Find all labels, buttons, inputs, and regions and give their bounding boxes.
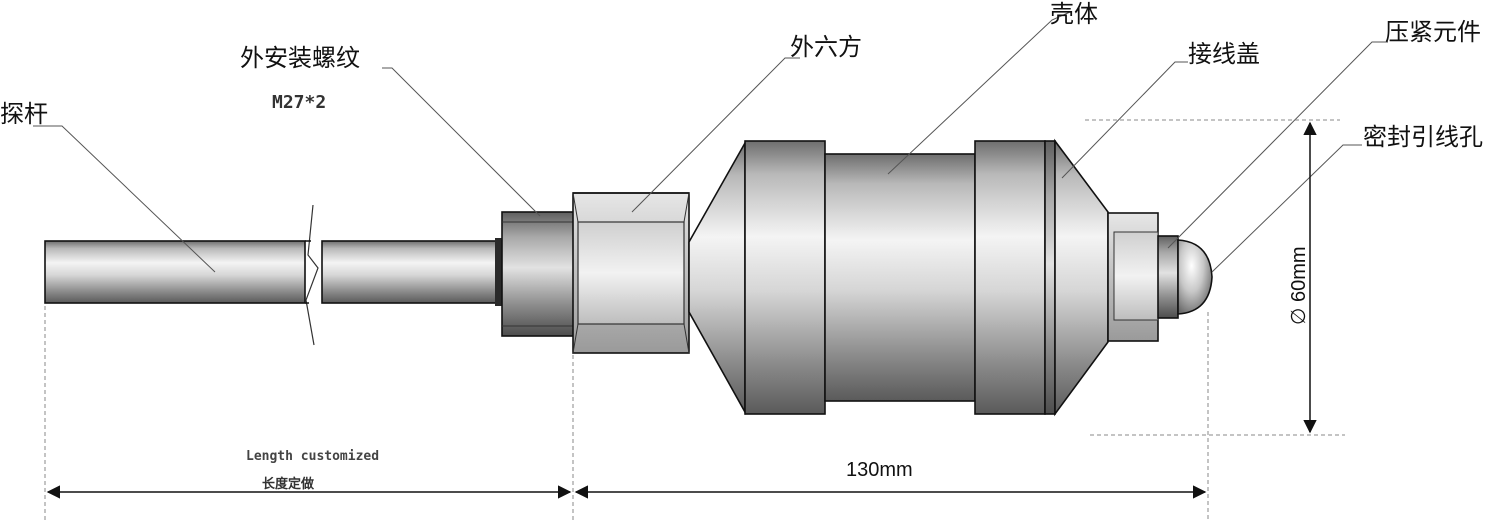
- external-thread-section: [501, 211, 575, 337]
- label-compression-part: 压紧元件: [1385, 18, 1481, 46]
- label-terminal-cover: 接线盖: [1188, 40, 1260, 68]
- sealing-dome: [1177, 239, 1213, 315]
- outer-hex-nut: [572, 192, 690, 354]
- label-thread-spec: M27*2: [272, 92, 326, 113]
- label-length-en: Length customized: [246, 449, 379, 464]
- label-outer-hex: 外六方: [790, 33, 862, 61]
- probe-rod: [44, 204, 503, 346]
- label-diameter: ∅ 60mm: [1288, 246, 1310, 325]
- label-sealing-cable-hole: 密封引线孔: [1363, 123, 1483, 151]
- dimension-extension-lines: [44, 119, 1345, 520]
- label-length-cn: 长度定做: [262, 476, 314, 492]
- housing-body: [688, 138, 1109, 417]
- compression-nut: [1107, 212, 1213, 342]
- label-external-thread: 外安装螺纹: [240, 44, 360, 72]
- label-housing: 壳体: [1050, 0, 1098, 28]
- leader-lines: [33, 11, 1388, 273]
- label-body-length: 130mm: [846, 459, 913, 481]
- label-probe-rod: 探杆: [0, 100, 48, 128]
- break-symbol: [305, 204, 319, 346]
